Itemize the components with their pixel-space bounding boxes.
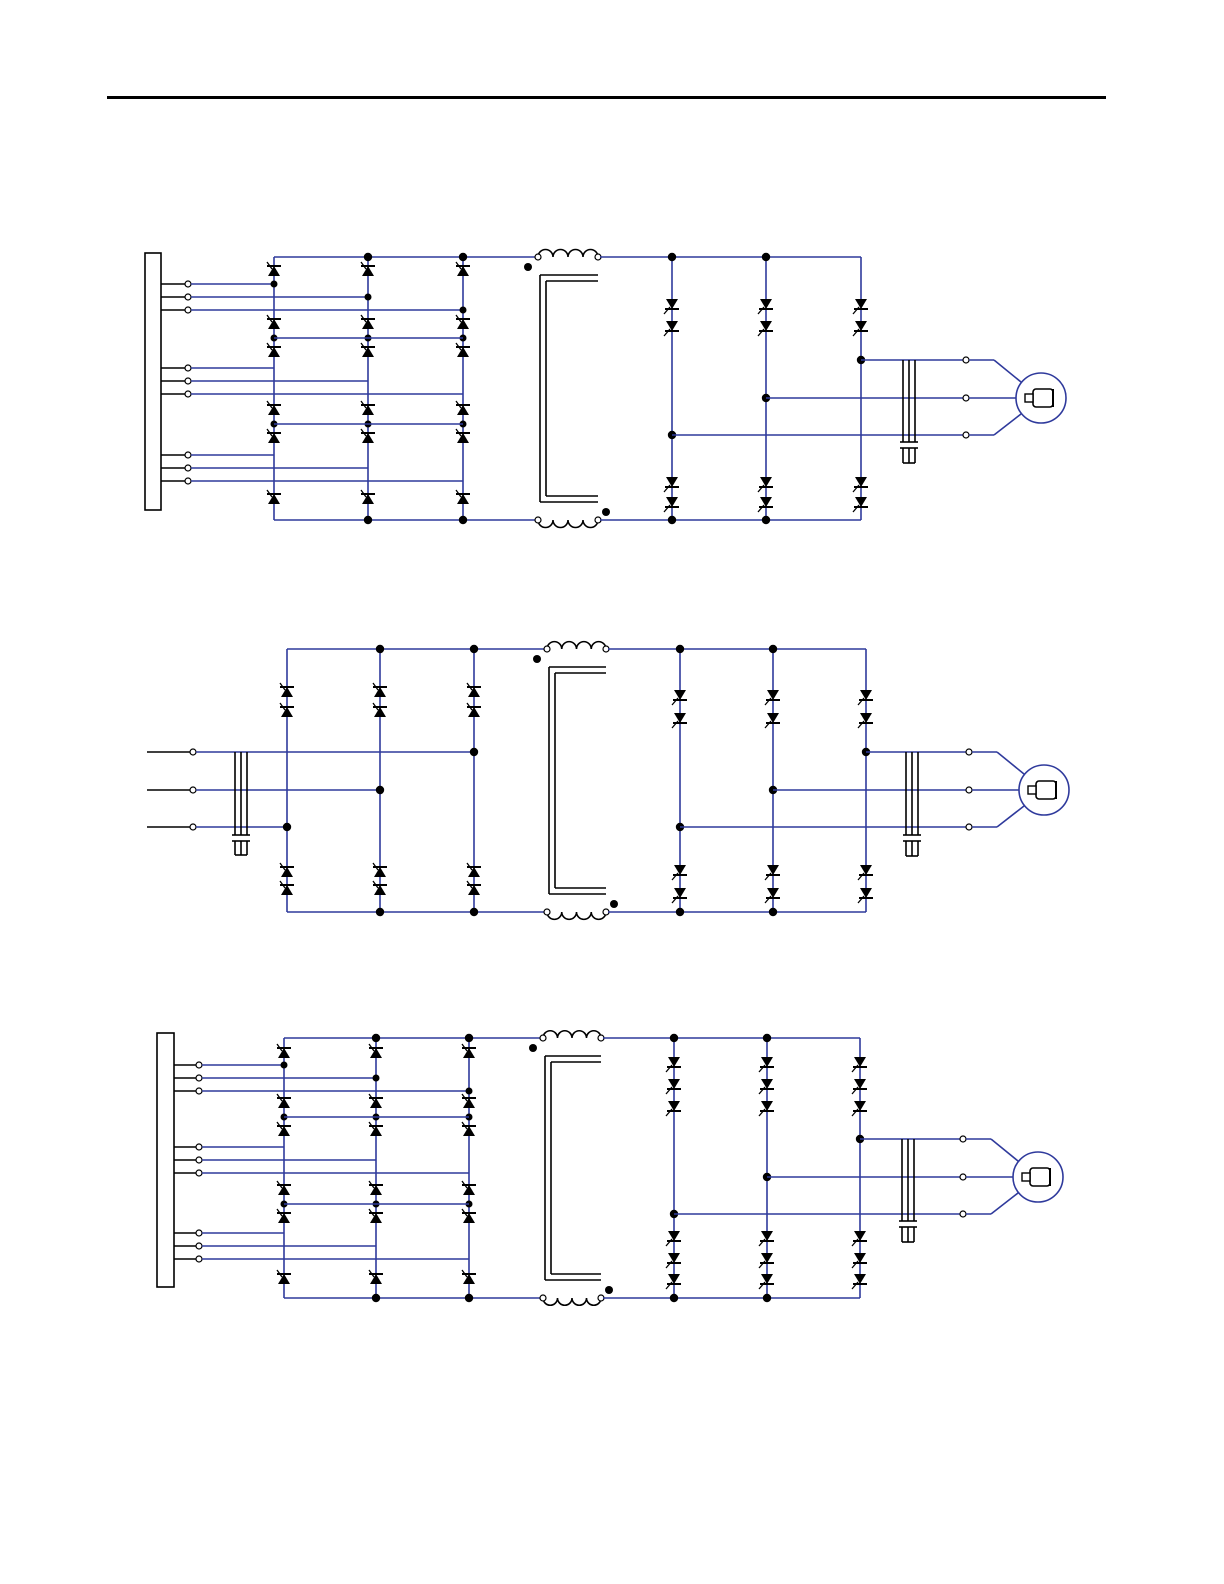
gto — [854, 1274, 866, 1284]
gto — [761, 1057, 773, 1067]
junction-dot — [529, 1044, 537, 1052]
terminal — [960, 1211, 966, 1217]
terminal — [196, 1170, 202, 1176]
terminal — [196, 1088, 202, 1094]
junction-dot — [372, 1294, 380, 1302]
gto — [854, 1231, 866, 1241]
terminal — [196, 1062, 202, 1068]
gto — [668, 1057, 680, 1067]
junction-dot — [281, 1062, 288, 1069]
gto — [761, 1274, 773, 1284]
thyristor — [370, 1126, 382, 1136]
junction-dot — [763, 1294, 771, 1302]
thyristor — [370, 1098, 382, 1108]
thyristor — [278, 1274, 290, 1284]
terminal — [540, 1295, 546, 1301]
thyristor — [278, 1048, 290, 1058]
thyristor — [278, 1098, 290, 1108]
gto — [668, 1253, 680, 1263]
inductor-coil — [543, 1298, 601, 1305]
terminal — [960, 1174, 966, 1180]
junction-dot — [465, 1034, 473, 1042]
thyristor — [463, 1274, 475, 1284]
gto — [761, 1101, 773, 1111]
thyristor — [463, 1048, 475, 1058]
gto — [668, 1079, 680, 1089]
terminal — [196, 1256, 202, 1262]
terminal — [540, 1035, 546, 1041]
inductor-coil — [543, 1031, 601, 1038]
motor-shaft — [1022, 1173, 1030, 1181]
gto — [854, 1057, 866, 1067]
wire — [991, 1193, 1018, 1214]
terminal — [196, 1243, 202, 1249]
junction-dot — [763, 1034, 771, 1042]
thyristor — [463, 1098, 475, 1108]
gto — [761, 1253, 773, 1263]
terminal — [196, 1144, 202, 1150]
junction-dot — [670, 1034, 678, 1042]
terminal — [196, 1230, 202, 1236]
gto — [854, 1253, 866, 1263]
thyristor — [370, 1213, 382, 1223]
transformer-secondary-block — [157, 1033, 174, 1287]
thyristor — [370, 1048, 382, 1058]
gto — [761, 1231, 773, 1241]
gto — [668, 1231, 680, 1241]
junction-dot — [465, 1294, 473, 1302]
gto — [668, 1274, 680, 1284]
thyristor — [278, 1213, 290, 1223]
terminal — [196, 1157, 202, 1163]
thyristor — [278, 1185, 290, 1195]
thyristor — [370, 1185, 382, 1195]
motor-body — [1030, 1168, 1050, 1186]
junction-dot — [605, 1286, 613, 1294]
terminal — [196, 1075, 202, 1081]
junction-dot — [372, 1034, 380, 1042]
wire — [991, 1139, 1018, 1161]
junction-dot — [670, 1294, 678, 1302]
gto — [854, 1101, 866, 1111]
thyristor — [463, 1213, 475, 1223]
thyristor — [463, 1185, 475, 1195]
gto — [668, 1101, 680, 1111]
thyristor — [278, 1126, 290, 1136]
gto — [854, 1079, 866, 1089]
terminal — [960, 1136, 966, 1142]
thyristor — [463, 1126, 475, 1136]
thyristor — [370, 1274, 382, 1284]
junction-dot — [466, 1088, 473, 1095]
gto — [761, 1079, 773, 1089]
junction-dot — [373, 1075, 380, 1082]
